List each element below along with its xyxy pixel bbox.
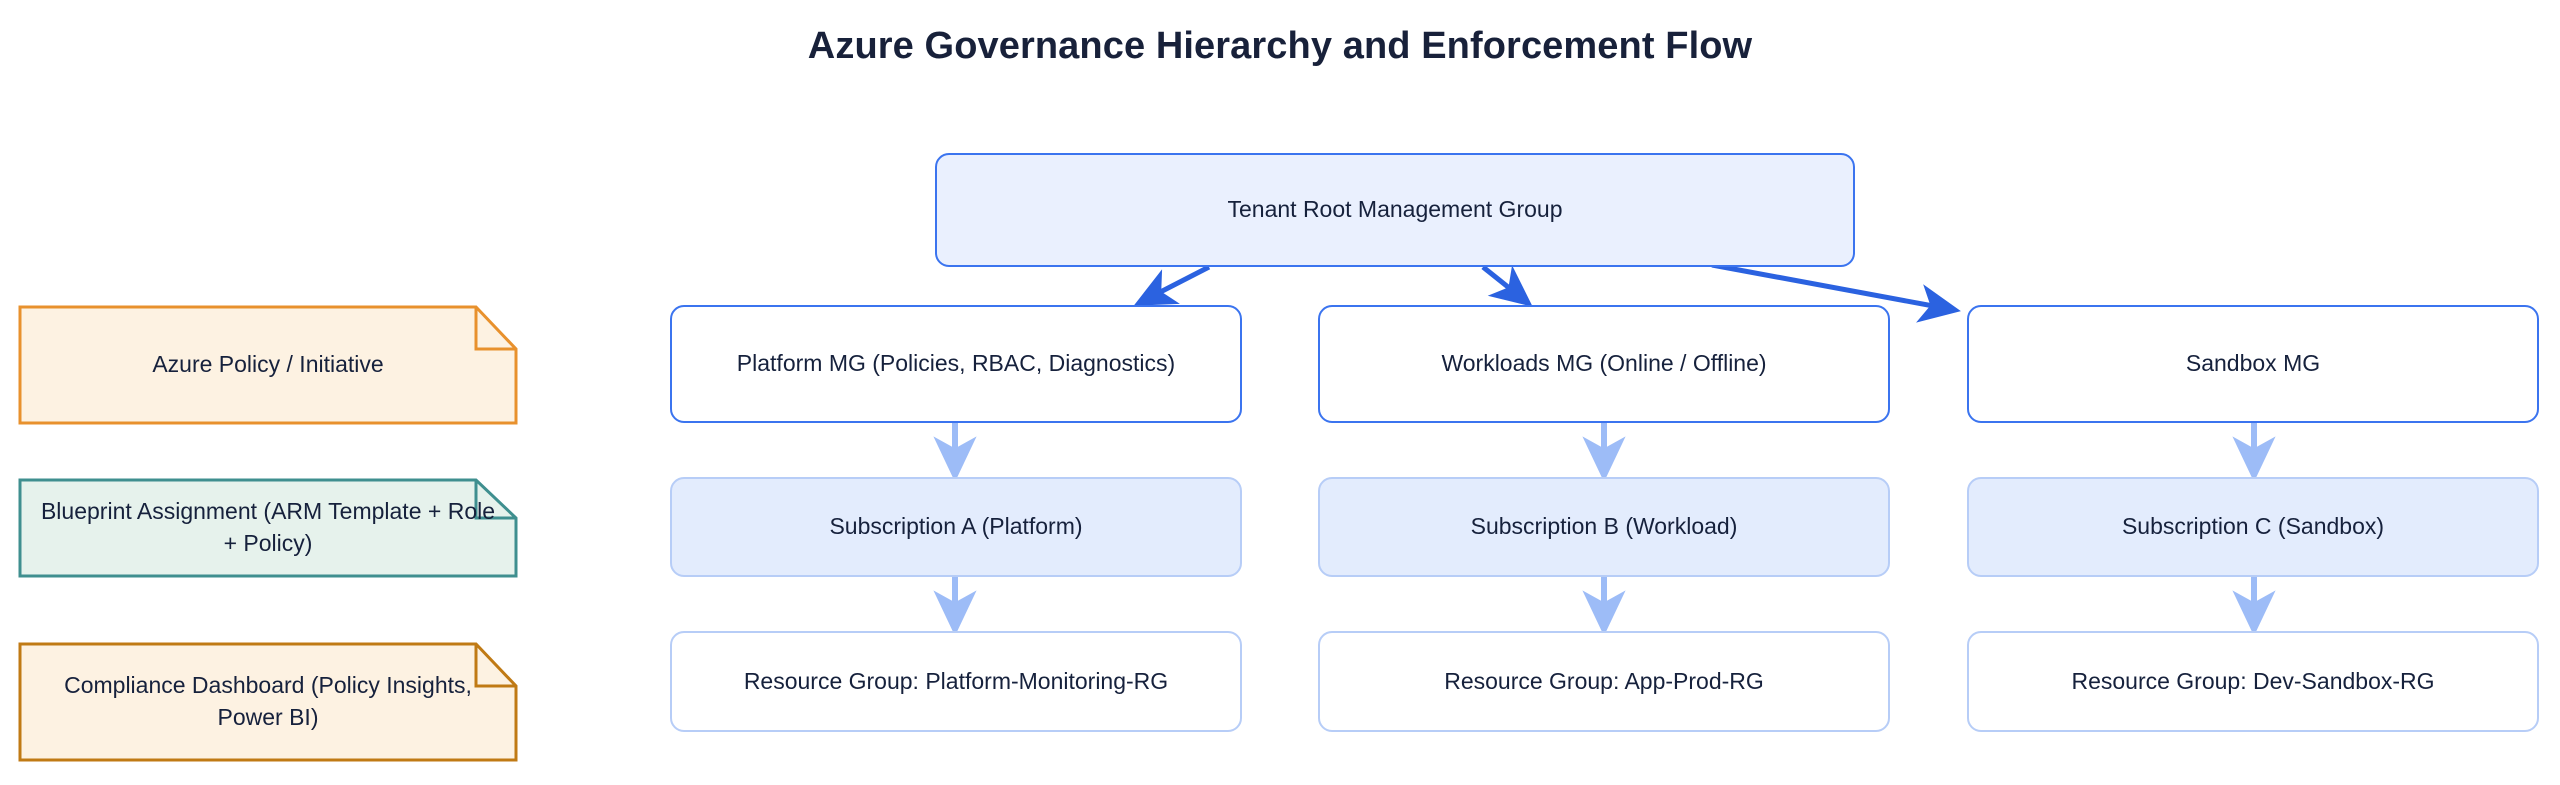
node-label: Tenant Root Management Group [1227,196,1563,223]
note-azure-policy[interactable]: Azure Policy / Initiative [18,305,518,425]
node-platform-mg[interactable]: Platform MG (Policies, RBAC, Diagnostics… [670,305,1242,423]
node-label: Resource Group: App-Prod-RG [1444,667,1764,694]
node-workloads-mg[interactable]: Workloads MG (Online / Offline) [1318,305,1890,423]
node-resource-group-app-prod[interactable]: Resource Group: App-Prod-RG [1318,631,1890,732]
edge-root-to-workloads-mg [1481,265,1533,307]
node-label: Resource Group: Platform-Monitoring-RG [743,667,1169,694]
node-subscription-a[interactable]: Subscription A (Platform) [670,477,1242,577]
node-label: Subscription B (Workload) [1470,513,1738,540]
page-title: Azure Governance Hierarchy and Enforceme… [807,25,1753,67]
node-label: Sandbox MG [2185,350,2321,377]
note-blueprint-assignment[interactable]: Blueprint Assignment (ARM Template + Rol… [18,478,518,578]
node-label: Workloads MG (Online / Offline) [1441,350,1767,377]
node-label: Platform MG (Policies, RBAC, Diagnostics… [736,350,1176,377]
edge-root-to-platform-mg [1133,264,1211,306]
node-label: Subscription C (Sandbox) [2121,513,2385,540]
node-label: Resource Group: Dev-Sandbox-RG [2071,667,2435,694]
node-resource-group-dev-sandbox[interactable]: Resource Group: Dev-Sandbox-RG [1967,631,2539,732]
node-tenant-root-management-group[interactable]: Tenant Root Management Group [935,153,1855,267]
node-resource-group-platform-monitoring[interactable]: Resource Group: Platform-Monitoring-RG [670,631,1242,732]
note-shape-azure-policy [18,305,518,425]
note-label-blueprint-assignment: Blueprint Assignment (ARM Template + Rol… [40,498,496,556]
note-compliance-dashboard[interactable]: Compliance Dashboard (Policy Insights, P… [18,642,518,762]
note-label-azure-policy: Azure Policy / Initiative [152,351,384,378]
note-shape-compliance-dashboard [18,642,518,762]
node-subscription-b[interactable]: Subscription B (Workload) [1318,477,1890,577]
node-label: Subscription A (Platform) [829,513,1083,540]
note-shape-blueprint-assignment [18,478,518,578]
note-label-compliance-dashboard: Compliance Dashboard (Policy Insights, P… [64,672,472,730]
edge-root-to-sandbox-mg [1711,262,1961,323]
node-sandbox-mg[interactable]: Sandbox MG [1967,305,2539,423]
node-subscription-c[interactable]: Subscription C (Sandbox) [1967,477,2539,577]
